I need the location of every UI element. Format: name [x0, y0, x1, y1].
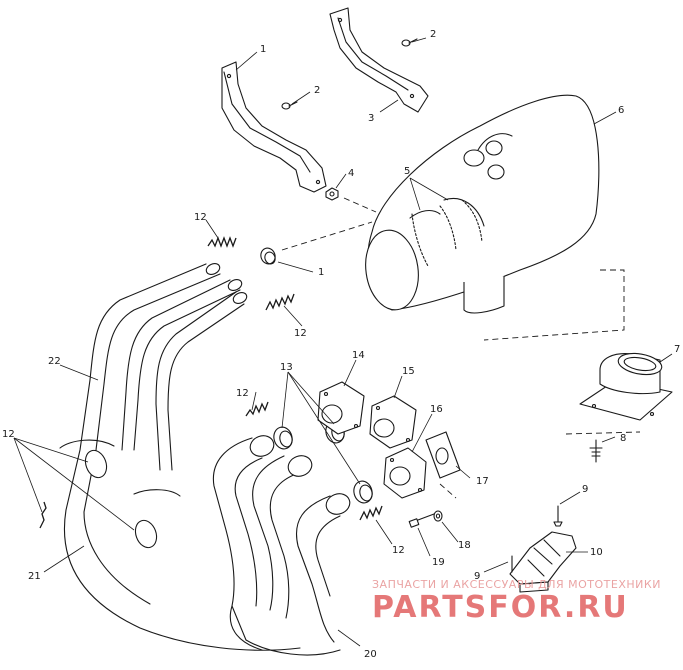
callout-22: 22 [48, 356, 61, 367]
tailpipe-7 [579, 352, 673, 421]
spring-12-center [245, 401, 269, 417]
seal-ring-13-a [273, 426, 293, 450]
watermark-tagline: ЗАПЧАСТИ И АКСЕССУАРЫ ДЛЯ МОТОТЕХНИКИ [372, 578, 661, 591]
watermark: ЗАПЧАСТИ И АКСЕССУАРЫ ДЛЯ МОТОТЕХНИКИ PA… [372, 578, 661, 625]
callout-12-top: 12 [194, 212, 207, 223]
nut-4 [325, 187, 339, 201]
seal-ring-11 [260, 247, 276, 265]
support-bracket-10 [509, 531, 577, 593]
washer-18 [433, 510, 443, 522]
spring-12-left [39, 501, 47, 529]
callout-13: 13 [280, 362, 293, 373]
callout-1-top: 1 [260, 44, 266, 55]
expansion-chamber-21 [59, 439, 301, 651]
exhaust-socket-14 [317, 381, 365, 435]
callout-8: 8 [620, 433, 626, 444]
callout-4: 4 [348, 168, 354, 179]
callout-21: 21 [28, 571, 41, 582]
callout-12-left: 12 [2, 429, 15, 440]
seal-ring-13-c [353, 480, 373, 504]
exhaust-socket-16 [383, 447, 427, 499]
spring-12-mid [265, 293, 295, 311]
callout-9-lower: 9 [474, 571, 480, 582]
callout-6: 6 [618, 105, 624, 116]
callout-5: 5 [404, 166, 410, 177]
callout-labels: 1 1 2 2 3 4 5 6 7 8 9 9 10 12 12 12 12 1… [2, 29, 680, 660]
spring-12-bottom [359, 505, 383, 521]
bolt-2-left [281, 101, 298, 110]
watermark-brand: PARTSFOR.RU [372, 590, 629, 625]
bolt-2-right [401, 38, 418, 47]
callout-15: 15 [402, 366, 415, 377]
gasket-17 [425, 431, 461, 479]
callout-17: 17 [476, 476, 489, 487]
callout-2-right: 2 [430, 29, 436, 40]
spring-12-top [207, 236, 237, 248]
lower-pipes-20 [212, 435, 351, 656]
callout-18: 18 [458, 540, 471, 551]
callout-7: 7 [674, 344, 680, 355]
leader-lines [13, 37, 673, 647]
callout-3: 3 [368, 113, 374, 124]
bolt-8 [589, 439, 603, 463]
callout-1-ring: 1 [318, 267, 324, 278]
muffler-6 [365, 94, 600, 314]
header-pipe-22 [65, 263, 248, 513]
bolt-9-upper [553, 505, 563, 527]
callout-12-center: 12 [236, 388, 249, 399]
assembly-guidelines [281, 197, 641, 499]
exhaust-socket-15 [369, 395, 417, 449]
callout-12-mid: 12 [294, 328, 307, 339]
callout-19: 19 [432, 557, 445, 568]
hanger-bracket-1 [221, 61, 327, 193]
callout-12-bottom: 12 [392, 545, 405, 556]
bolt-19 [408, 513, 435, 528]
callout-2-left: 2 [314, 85, 320, 96]
hanger-bracket-3 [329, 7, 429, 113]
callout-16: 16 [430, 404, 443, 415]
callout-10: 10 [590, 547, 603, 558]
callout-14: 14 [352, 350, 365, 361]
callout-9-upper: 9 [582, 484, 588, 495]
callout-20: 20 [364, 649, 377, 660]
